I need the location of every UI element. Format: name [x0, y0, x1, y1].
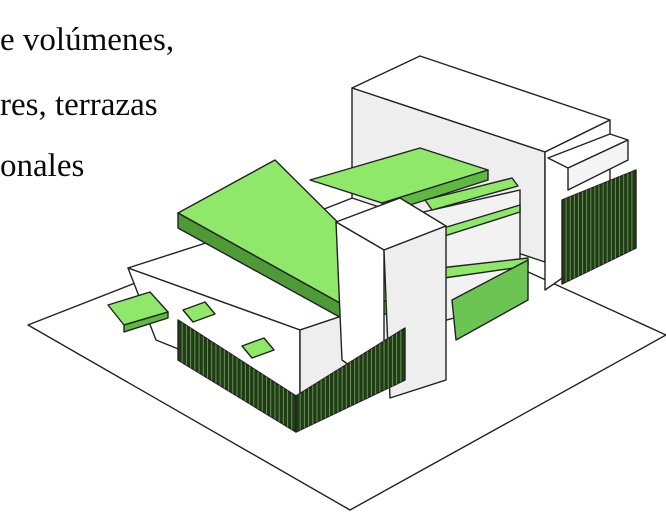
- caption-line-1: e volúmenes,: [0, 22, 175, 58]
- caption-line-2: res, terrazas: [0, 87, 158, 123]
- green-cube-1: [182, 301, 216, 323]
- caption-line-3: onales: [0, 148, 85, 184]
- louver-slats: [181, 171, 633, 430]
- green-cube-2: [241, 337, 275, 359]
- terrace-mid-right: [424, 177, 519, 211]
- planter-right: [451, 259, 529, 341]
- terrace-left-edge: [123, 311, 169, 333]
- right-tower-roof-step-face: [567, 139, 629, 191]
